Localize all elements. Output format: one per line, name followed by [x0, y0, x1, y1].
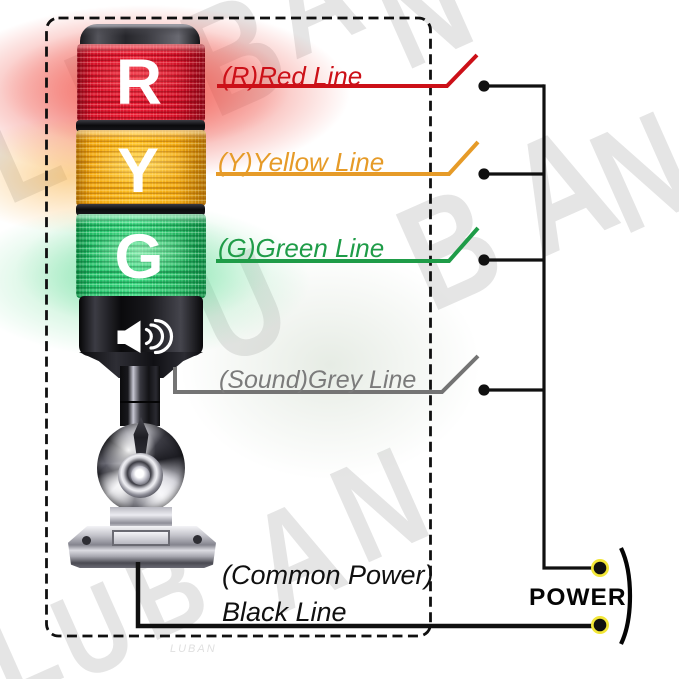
svg-text:(Sound)Grey Line: (Sound)Grey Line	[219, 366, 416, 394]
svg-text:(Y)Yellow Line: (Y)Yellow Line	[218, 147, 384, 177]
svg-text:Black Line: Black Line	[222, 597, 347, 627]
svg-text:(G)Green Line: (G)Green Line	[218, 233, 384, 263]
svg-text:POWER: POWER	[529, 584, 627, 611]
svg-text:(Common Power): (Common Power)	[222, 560, 434, 590]
svg-text:(R)Red Line: (R)Red Line	[222, 61, 362, 91]
